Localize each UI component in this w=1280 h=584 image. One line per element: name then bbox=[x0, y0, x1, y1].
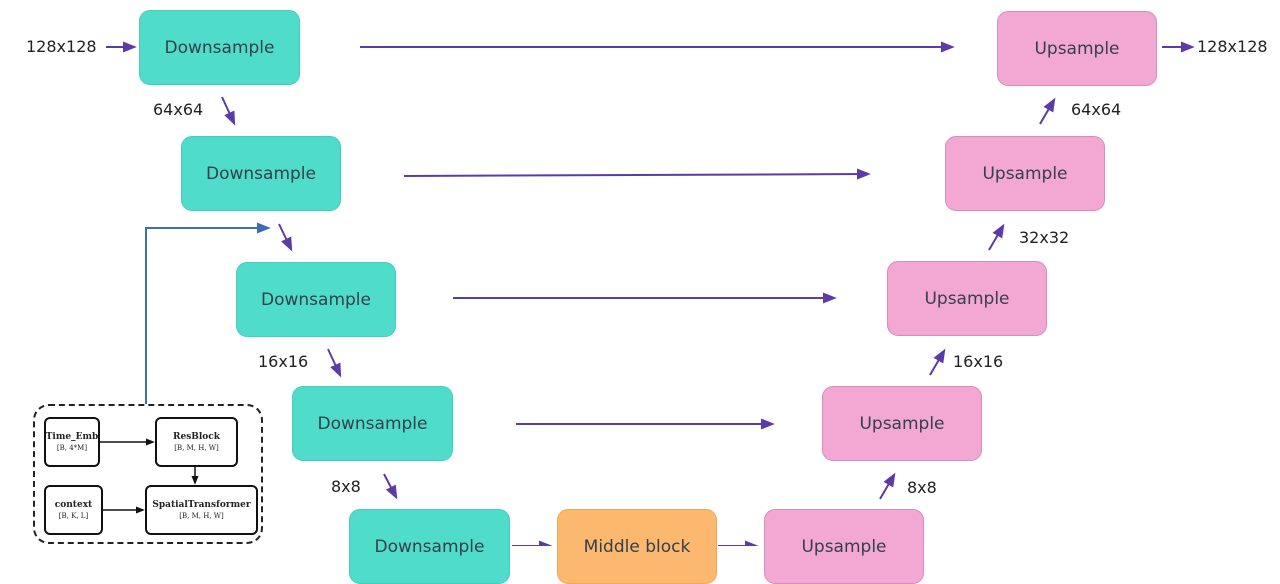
connection-arrows bbox=[100, 41, 1195, 546]
up-resolution-32-label: 32x32 bbox=[1019, 228, 1070, 247]
down-resolution-8-label: 8x8 bbox=[331, 477, 361, 496]
legend-time-emb-shape: [B, 4*M] bbox=[56, 444, 88, 452]
upsample-block-4: Upsample bbox=[822, 386, 982, 461]
down-arrow-2 bbox=[278, 223, 293, 252]
up-arrow-1 bbox=[1039, 97, 1056, 125]
downsample-block-2: Downsample bbox=[181, 136, 341, 211]
legend-time-emb-box: Time_Emb [B, 4*M] bbox=[44, 417, 100, 467]
up-arrow-3 bbox=[929, 348, 946, 376]
up-resolution-64-label: 64x64 bbox=[1071, 100, 1122, 119]
legend-resblock-shape: [B, M, H, W] bbox=[174, 444, 219, 452]
legend-time-emb-title: Time_Emb bbox=[45, 432, 99, 442]
legend-panel bbox=[33, 404, 263, 544]
down-arrow-1 bbox=[221, 96, 236, 126]
downsample-block-5: Downsample bbox=[349, 509, 510, 584]
down-resolution-64-label: 64x64 bbox=[153, 100, 204, 119]
upsample-block-2: Upsample bbox=[945, 136, 1105, 211]
up-resolution-8-label: 8x8 bbox=[907, 478, 937, 497]
downsample-block-1: Downsample bbox=[139, 10, 300, 85]
down-arrow-3 bbox=[327, 348, 342, 378]
legend-spatial-transformer-box: SpatialTransformer [B, M, H, W] bbox=[145, 485, 258, 535]
legend-context-shape: [B, K, L] bbox=[58, 512, 89, 520]
legend-context-title: context bbox=[54, 500, 93, 510]
down-arrow-4 bbox=[383, 473, 398, 500]
legend-resblock-title: ResBlock bbox=[172, 432, 221, 442]
skip-arrow-2 bbox=[403, 168, 871, 180]
legend-context-box: context [B, K, L] bbox=[44, 485, 103, 535]
middle-block: Middle block bbox=[557, 509, 717, 584]
unet-diagram: Downsample Downsample Downsample Downsam… bbox=[26, 10, 1268, 584]
legend-spatial-transformer-title: SpatialTransformer bbox=[152, 500, 251, 510]
up-resolution-16-label: 16x16 bbox=[953, 352, 1004, 371]
legend-connector-arrow bbox=[145, 222, 271, 404]
legend-spatial-transformer-shape: [B, M, H, W] bbox=[179, 512, 224, 520]
upsample-block-1: Upsample bbox=[997, 11, 1157, 86]
up-arrow-2 bbox=[988, 223, 1005, 251]
down-resolution-16-label: 16x16 bbox=[258, 352, 309, 371]
upsample-block-3: Upsample bbox=[887, 261, 1047, 336]
downsample-block-4: Downsample bbox=[292, 386, 453, 461]
downsample-block-3: Downsample bbox=[236, 262, 396, 337]
up-arrow-4 bbox=[879, 472, 896, 500]
output-resolution-label: 128x128 bbox=[1197, 37, 1268, 56]
upsample-block-5: Upsample bbox=[764, 509, 924, 584]
legend-resblock-box: ResBlock [B, M, H, W] bbox=[155, 417, 238, 467]
input-resolution-label: 128x128 bbox=[26, 37, 97, 56]
